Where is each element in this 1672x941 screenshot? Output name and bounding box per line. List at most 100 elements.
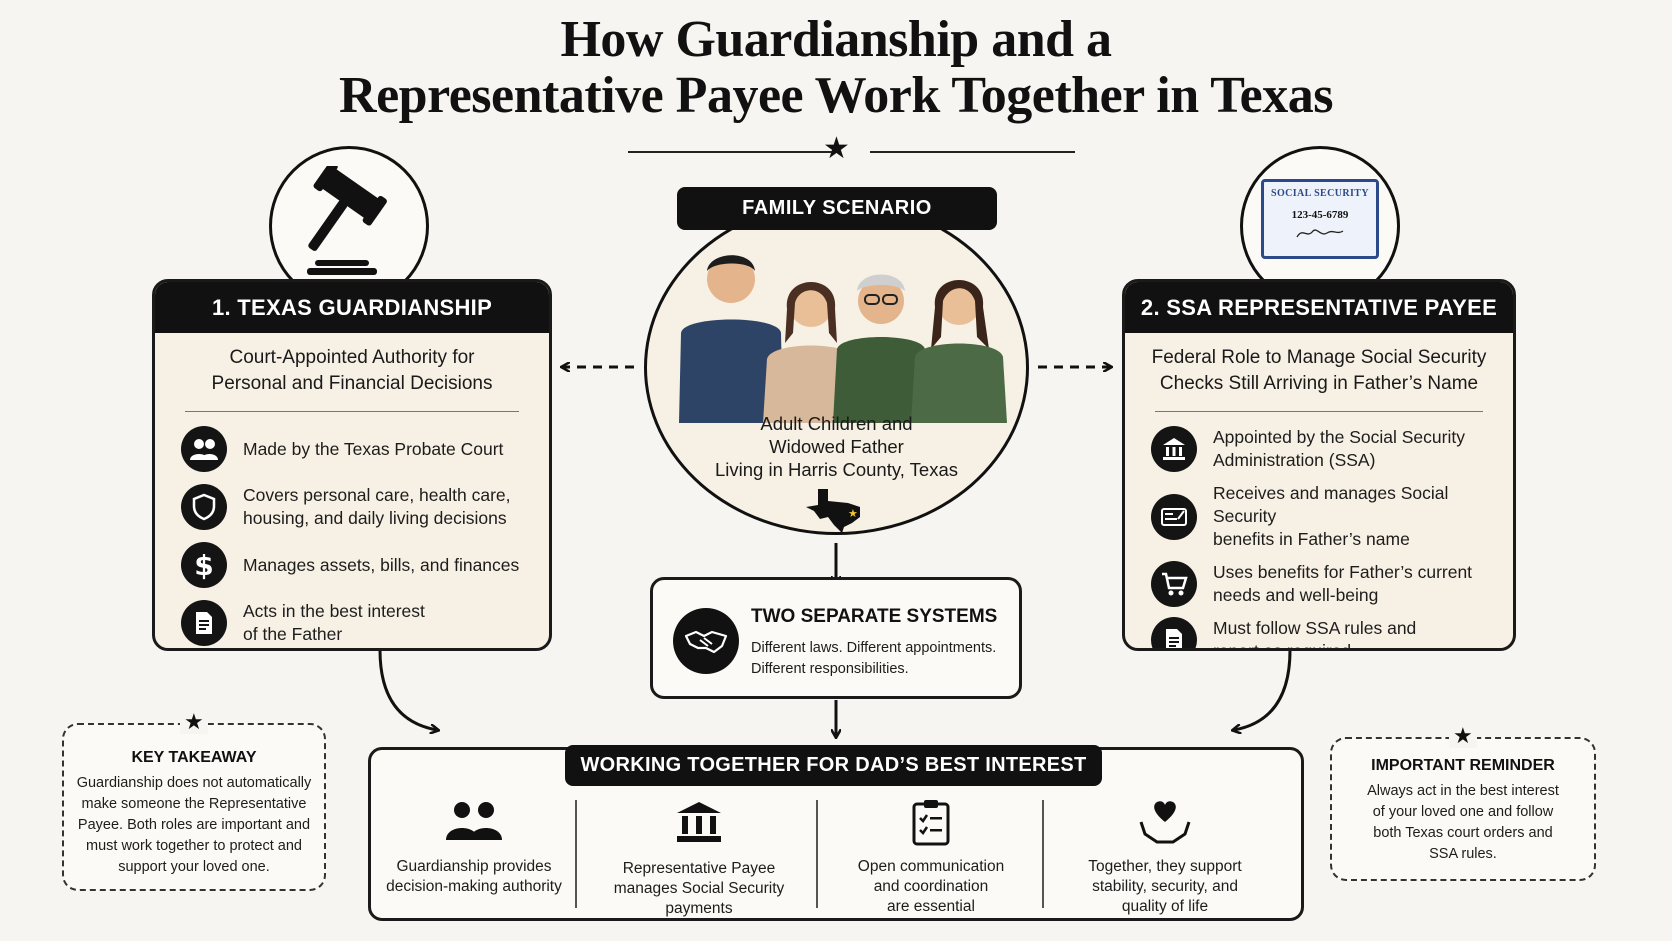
together-column: Representative Payee manages Social Secu… <box>586 800 812 917</box>
bank-icon <box>1151 426 1197 472</box>
guardianship-card: 1. TEXAS GUARDIANSHIP Court-Appointed Au… <box>152 279 552 651</box>
guardianship-item-text: housing, and daily living decisions <box>243 508 507 528</box>
payee-item-text: Must follow SSA rules and <box>1213 618 1417 638</box>
check-icon <box>1151 493 1197 540</box>
payee-subtitle-line-2: Checks Still Arriving in Father’s Name <box>1159 373 1479 394</box>
payee-divider <box>1155 411 1483 412</box>
family-scenario-circle <box>644 200 1029 535</box>
bank-icon <box>677 802 721 842</box>
payee-item-text: Uses benefits for Father’s current <box>1213 562 1473 582</box>
arrow-guardianship-to-together <box>378 649 437 730</box>
payee-item: Receives and manages Social Security ben… <box>1125 482 1513 551</box>
texas-map-icon: ★ <box>806 489 860 533</box>
key-takeaway-title: KEY TAKEAWAY <box>131 749 257 766</box>
handshake-icon <box>673 608 739 674</box>
svg-text:★: ★ <box>848 507 858 520</box>
payee-item: Appointed by the Social Security Adminis… <box>1125 426 1513 472</box>
payee-card: 2. SSA REPRESENTATIVE PAYEE Federal Role… <box>1122 279 1516 651</box>
scenario-line-1: Adult Children and <box>760 413 913 434</box>
guardianship-item-text: of the Father <box>243 624 343 644</box>
column-divider <box>575 800 577 908</box>
together-column-line: and coordination <box>873 878 989 895</box>
cart-icon <box>1151 561 1197 607</box>
guardianship-item: Covers personal care, health care, housi… <box>155 484 549 530</box>
together-column-line: stability, security, and <box>1092 878 1238 895</box>
together-column-line: payments <box>665 900 733 917</box>
document-icon <box>181 600 227 646</box>
column-divider <box>1042 800 1044 908</box>
payee-heading: 2. SSA REPRESENTATIVE PAYEE <box>1125 282 1513 333</box>
together-column-line: Guardianship provides <box>396 858 552 875</box>
guardianship-item: $ Manages assets, bills, and finances <box>155 542 549 588</box>
page-title-line-1: How Guardianship and a <box>560 11 1112 68</box>
payee-item-text: needs and well-being <box>1213 585 1379 605</box>
payee-item-text: report as required <box>1213 641 1352 651</box>
two-systems-description: Different laws. Different appointments. … <box>751 638 996 680</box>
key-takeaway-line: Guardianship does not automatically <box>76 775 312 791</box>
important-reminder-line: SSA rules. <box>1429 846 1497 862</box>
guardianship-item: Acts in the best interest of the Father <box>155 600 549 646</box>
key-takeaway-line: support your loved one. <box>118 859 270 875</box>
together-column-line: quality of life <box>1121 898 1209 915</box>
scenario-line-2: Widowed Father <box>769 436 904 457</box>
scenario-line-3: Living in Harris County, Texas <box>714 459 958 480</box>
arrow-payee-to-together <box>1234 649 1292 730</box>
two-systems-heading: TWO SEPARATE SYSTEMS <box>751 606 998 627</box>
together-column-line: Together, they support <box>1088 858 1242 875</box>
payee-subtitle: Federal Role to Manage Social Security C… <box>1125 333 1513 407</box>
signature-icon <box>1296 229 1344 238</box>
report-icon <box>1151 617 1197 648</box>
important-reminder-note: IMPORTANT REMINDER Always act in the bes… <box>1330 737 1596 881</box>
page-title-line-2: Representative Payee Work Together in Te… <box>339 67 1333 124</box>
together-column: Guardianship provides decision-making au… <box>378 800 570 910</box>
two-systems-box: TWO SEPARATE SYSTEMS Different laws. Dif… <box>650 577 1022 699</box>
payee-item: Must follow SSA rules and report as requ… <box>1125 617 1513 651</box>
ssa-card-number: 123-45-6789 <box>1291 209 1349 221</box>
together-column-line: Representative Payee <box>622 860 776 877</box>
payee-item-text: Receives and manages Social Security <box>1213 483 1449 526</box>
people-icon <box>181 426 227 472</box>
guardianship-divider <box>185 411 519 412</box>
guardianship-item-text: Covers personal care, health care, <box>243 485 511 505</box>
key-takeaway-line: must work together to protect and <box>86 838 302 854</box>
important-reminder-title: IMPORTANT REMINDER <box>1371 757 1555 774</box>
together-column-line: are essential <box>887 898 975 915</box>
family-illustration <box>679 255 1007 423</box>
social-security-card-icon: SOCIAL SECURITY 123-45-6789 <box>1261 179 1379 259</box>
people-icon <box>446 802 502 840</box>
together-column-line: decision-making authority <box>386 878 562 895</box>
key-takeaway-note: KEY TAKEAWAY Guardianship does not autom… <box>62 723 326 891</box>
gavel-icon <box>307 166 387 275</box>
family-scenario-label: FAMILY SCENARIO <box>677 187 997 230</box>
important-reminder-line: both Texas court orders and <box>1373 825 1553 841</box>
two-systems-line-2: Different responsibilities. <box>751 661 909 677</box>
payee-item-text: benefits in Father’s name <box>1213 529 1410 549</box>
together-column-line: Open communication <box>857 858 1005 875</box>
working-together-heading: WORKING TOGETHER FOR DAD’S BEST INTEREST <box>565 745 1102 786</box>
two-systems-line-1: Different laws. Different appointments. <box>751 640 997 656</box>
guardianship-item-text: Acts in the best interest <box>243 601 425 621</box>
payee-item-text: Administration (SSA) <box>1213 450 1376 470</box>
title-divider-right <box>870 151 1075 153</box>
key-takeaway-line: Payee. Both roles are important and <box>77 817 311 833</box>
dollar-icon: $ <box>181 542 227 588</box>
together-column-line: manages Social Security <box>613 880 785 897</box>
guardianship-subtitle-line-2: Personal and Financial Decisions <box>211 373 493 394</box>
guardianship-item-text: Manages assets, bills, and finances <box>243 554 520 575</box>
guardianship-heading: 1. TEXAS GUARDIANSHIP <box>155 282 549 333</box>
title-divider-left <box>628 151 833 153</box>
together-column: Open communication and coordination are … <box>826 798 1036 915</box>
scenario-description: Adult Children and Widowed Father Living… <box>664 412 1009 481</box>
important-reminder-line: Always act in the best interest <box>1367 783 1559 799</box>
title-star-icon: ★ <box>823 131 850 166</box>
payee-item: Uses benefits for Father’s current needs… <box>1125 561 1513 607</box>
guardianship-item-text: Made by the Texas Probate Court <box>243 438 504 459</box>
payee-subtitle-line-1: Federal Role to Manage Social Security <box>1151 347 1487 368</box>
guardianship-subtitle-line-1: Court-Appointed Authority for <box>229 347 475 368</box>
key-takeaway-star-icon: ★ <box>180 712 208 734</box>
important-reminder-star-icon: ★ <box>1449 726 1477 748</box>
ssa-card-title: SOCIAL SECURITY <box>1271 188 1369 199</box>
important-reminder-line: of your loved one and follow <box>1372 804 1554 820</box>
column-divider <box>816 800 818 908</box>
heart-hands-icon <box>1139 801 1191 844</box>
